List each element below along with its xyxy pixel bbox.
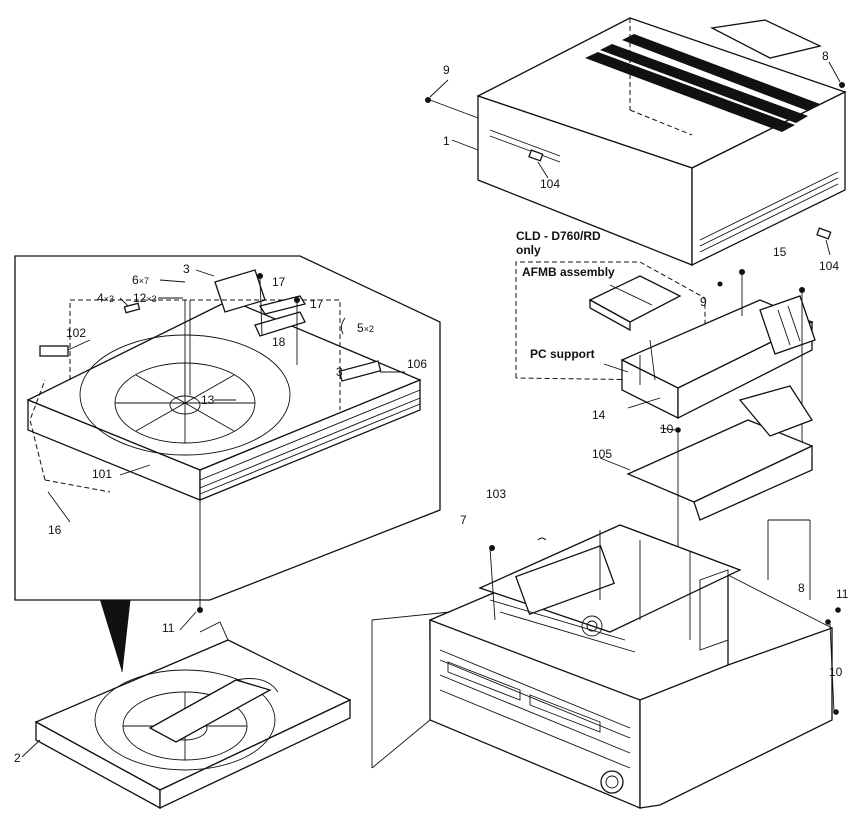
callout-10: 10 [829,665,843,679]
callout-11: 11 [836,587,849,601]
callout-106: 106 [407,357,427,371]
main-chassis [429,519,841,809]
disc-tray [21,611,451,810]
callout-4-number: 4 [97,291,104,305]
callout-6-multiplier: ×7 [139,276,149,286]
callout-102: 102 [66,326,86,340]
callout-105: 105 [592,447,612,461]
pc-support-label: PC support [530,347,595,361]
callout-104: 104 [540,177,560,191]
callout-17: 17 [310,297,324,311]
model-note-only: only [516,243,541,257]
callout-15: 15 [773,245,787,259]
callout-7: 7 [460,513,467,527]
callout-1: 1 [443,134,450,148]
model-note: CLD - D760/RD [516,229,601,243]
callout-5: 5×2 [357,321,374,335]
callout-6: 6×7 [132,273,149,287]
callout-14: 14 [592,408,606,422]
leader-lines [47,269,405,631]
callout-labels: 9 1 104 8 104 15 9 14 10 105 103 7 8 11 … [14,49,849,765]
callout-101: 101 [92,467,112,481]
tray-detail-box [14,255,441,613]
afmb-assembly-label: AFMB assembly [522,265,615,279]
callout-3: 3 [336,365,343,379]
callout-12-multiplier: ×3 [146,294,156,304]
callout-5-multiplier: ×2 [364,324,374,334]
pc-support-frame [603,269,816,471]
callout-9: 9 [443,63,450,77]
cover-screws [425,61,845,287]
callout-4: 4×3 [97,291,114,305]
callout-2: 2 [14,751,21,765]
top-cover [476,17,847,267]
callout-104: 104 [819,259,839,273]
callout-5-number: 5 [357,321,364,335]
callout-8: 8 [822,49,829,63]
callout-12: 12×3 [133,291,157,305]
callout-4-multiplier: ×3 [104,294,114,304]
callout-13: 13 [201,393,215,407]
bracket-105 [599,385,814,700]
callout-103: 103 [486,487,506,501]
callout-11: 11 [162,621,175,635]
callout-12-number: 12 [133,291,147,305]
callout-16: 16 [48,523,62,537]
detail-pointer [100,599,131,673]
callout-17: 17 [272,275,286,289]
callout-18: 18 [272,335,286,349]
callout-10: 10 [660,422,674,436]
callout-8: 8 [798,581,805,595]
callout-3: 3 [183,262,190,276]
callout-9: 9 [700,295,707,309]
callout-6-number: 6 [132,273,139,287]
annotation-notes: CLD - D760/RD only AFMB assembly PC supp… [516,229,615,361]
